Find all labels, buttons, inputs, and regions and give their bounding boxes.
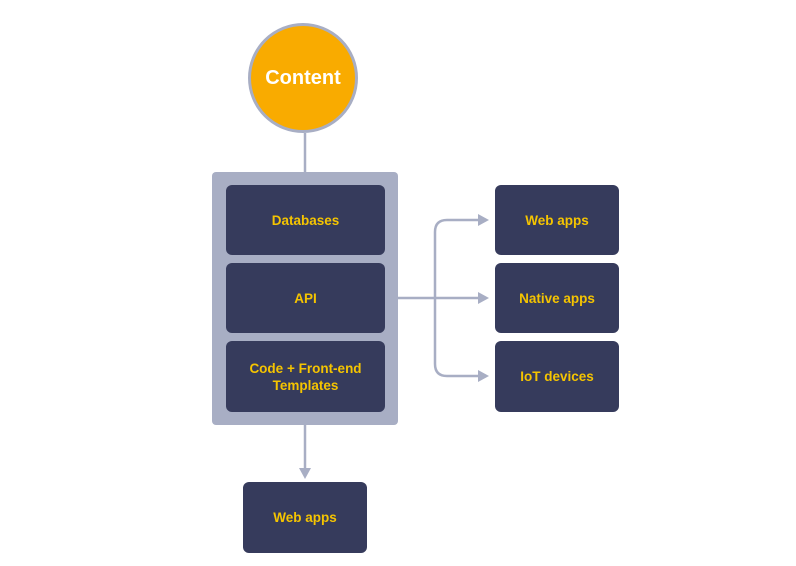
bottom-web-apps-box: Web apps: [243, 482, 367, 553]
iot-devices-box: IoT devices: [495, 341, 619, 412]
arrow-head-bottom-web-apps: [299, 468, 311, 479]
branch-to-top-line: [433, 218, 480, 298]
content-label: Content: [265, 66, 341, 89]
api-box: API: [226, 263, 385, 333]
web-apps-box: Web apps: [495, 185, 619, 255]
templates-box: Code + Front-end Templates: [226, 341, 385, 412]
web-apps-label: Web apps: [525, 212, 589, 228]
iot-devices-label: IoT devices: [520, 369, 594, 384]
arrow-head-web-apps: [478, 214, 489, 226]
databases-label: Databases: [271, 212, 340, 228]
bottom-web-apps-label: Web apps: [273, 510, 337, 525]
arrow-head-native-apps: [478, 292, 489, 304]
native-apps-box: Native apps: [495, 263, 619, 333]
templates-label: Code + Front-end Templates: [249, 360, 362, 393]
api-label: API: [294, 290, 317, 306]
arrow-head-iot-devices: [478, 370, 489, 382]
native-apps-label: Native apps: [519, 290, 595, 306]
content-node: Content: [248, 23, 358, 133]
databases-box: Databases: [226, 185, 385, 255]
branch-to-bottom-line: [433, 298, 480, 378]
